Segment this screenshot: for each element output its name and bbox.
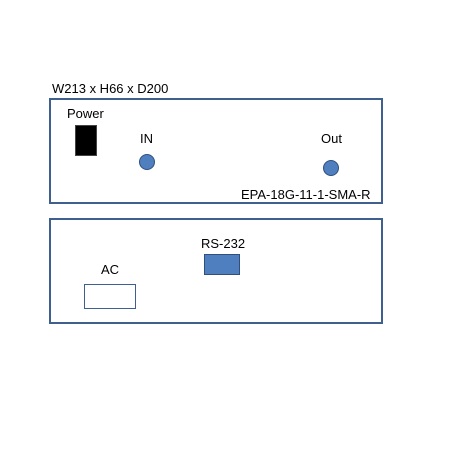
rear-panel: RS-232 AC xyxy=(49,218,383,324)
out-connector xyxy=(323,160,339,176)
rs232-port xyxy=(204,254,240,275)
ac-label: AC xyxy=(101,262,120,277)
rs232-label: RS-232 xyxy=(201,236,246,251)
out-label: Out xyxy=(321,131,342,146)
in-connector xyxy=(139,154,155,170)
ac-inlet xyxy=(84,284,136,309)
power-label: Power xyxy=(67,106,104,121)
power-switch xyxy=(75,125,97,156)
model-label: EPA-18G-11-1-SMA-R xyxy=(241,187,371,202)
dimensions-label: W213 x H66 x D200 xyxy=(52,81,169,96)
in-label: IN xyxy=(140,131,153,146)
front-panel: Power IN Out EPA-18G-11-1-SMA-R xyxy=(49,98,383,204)
